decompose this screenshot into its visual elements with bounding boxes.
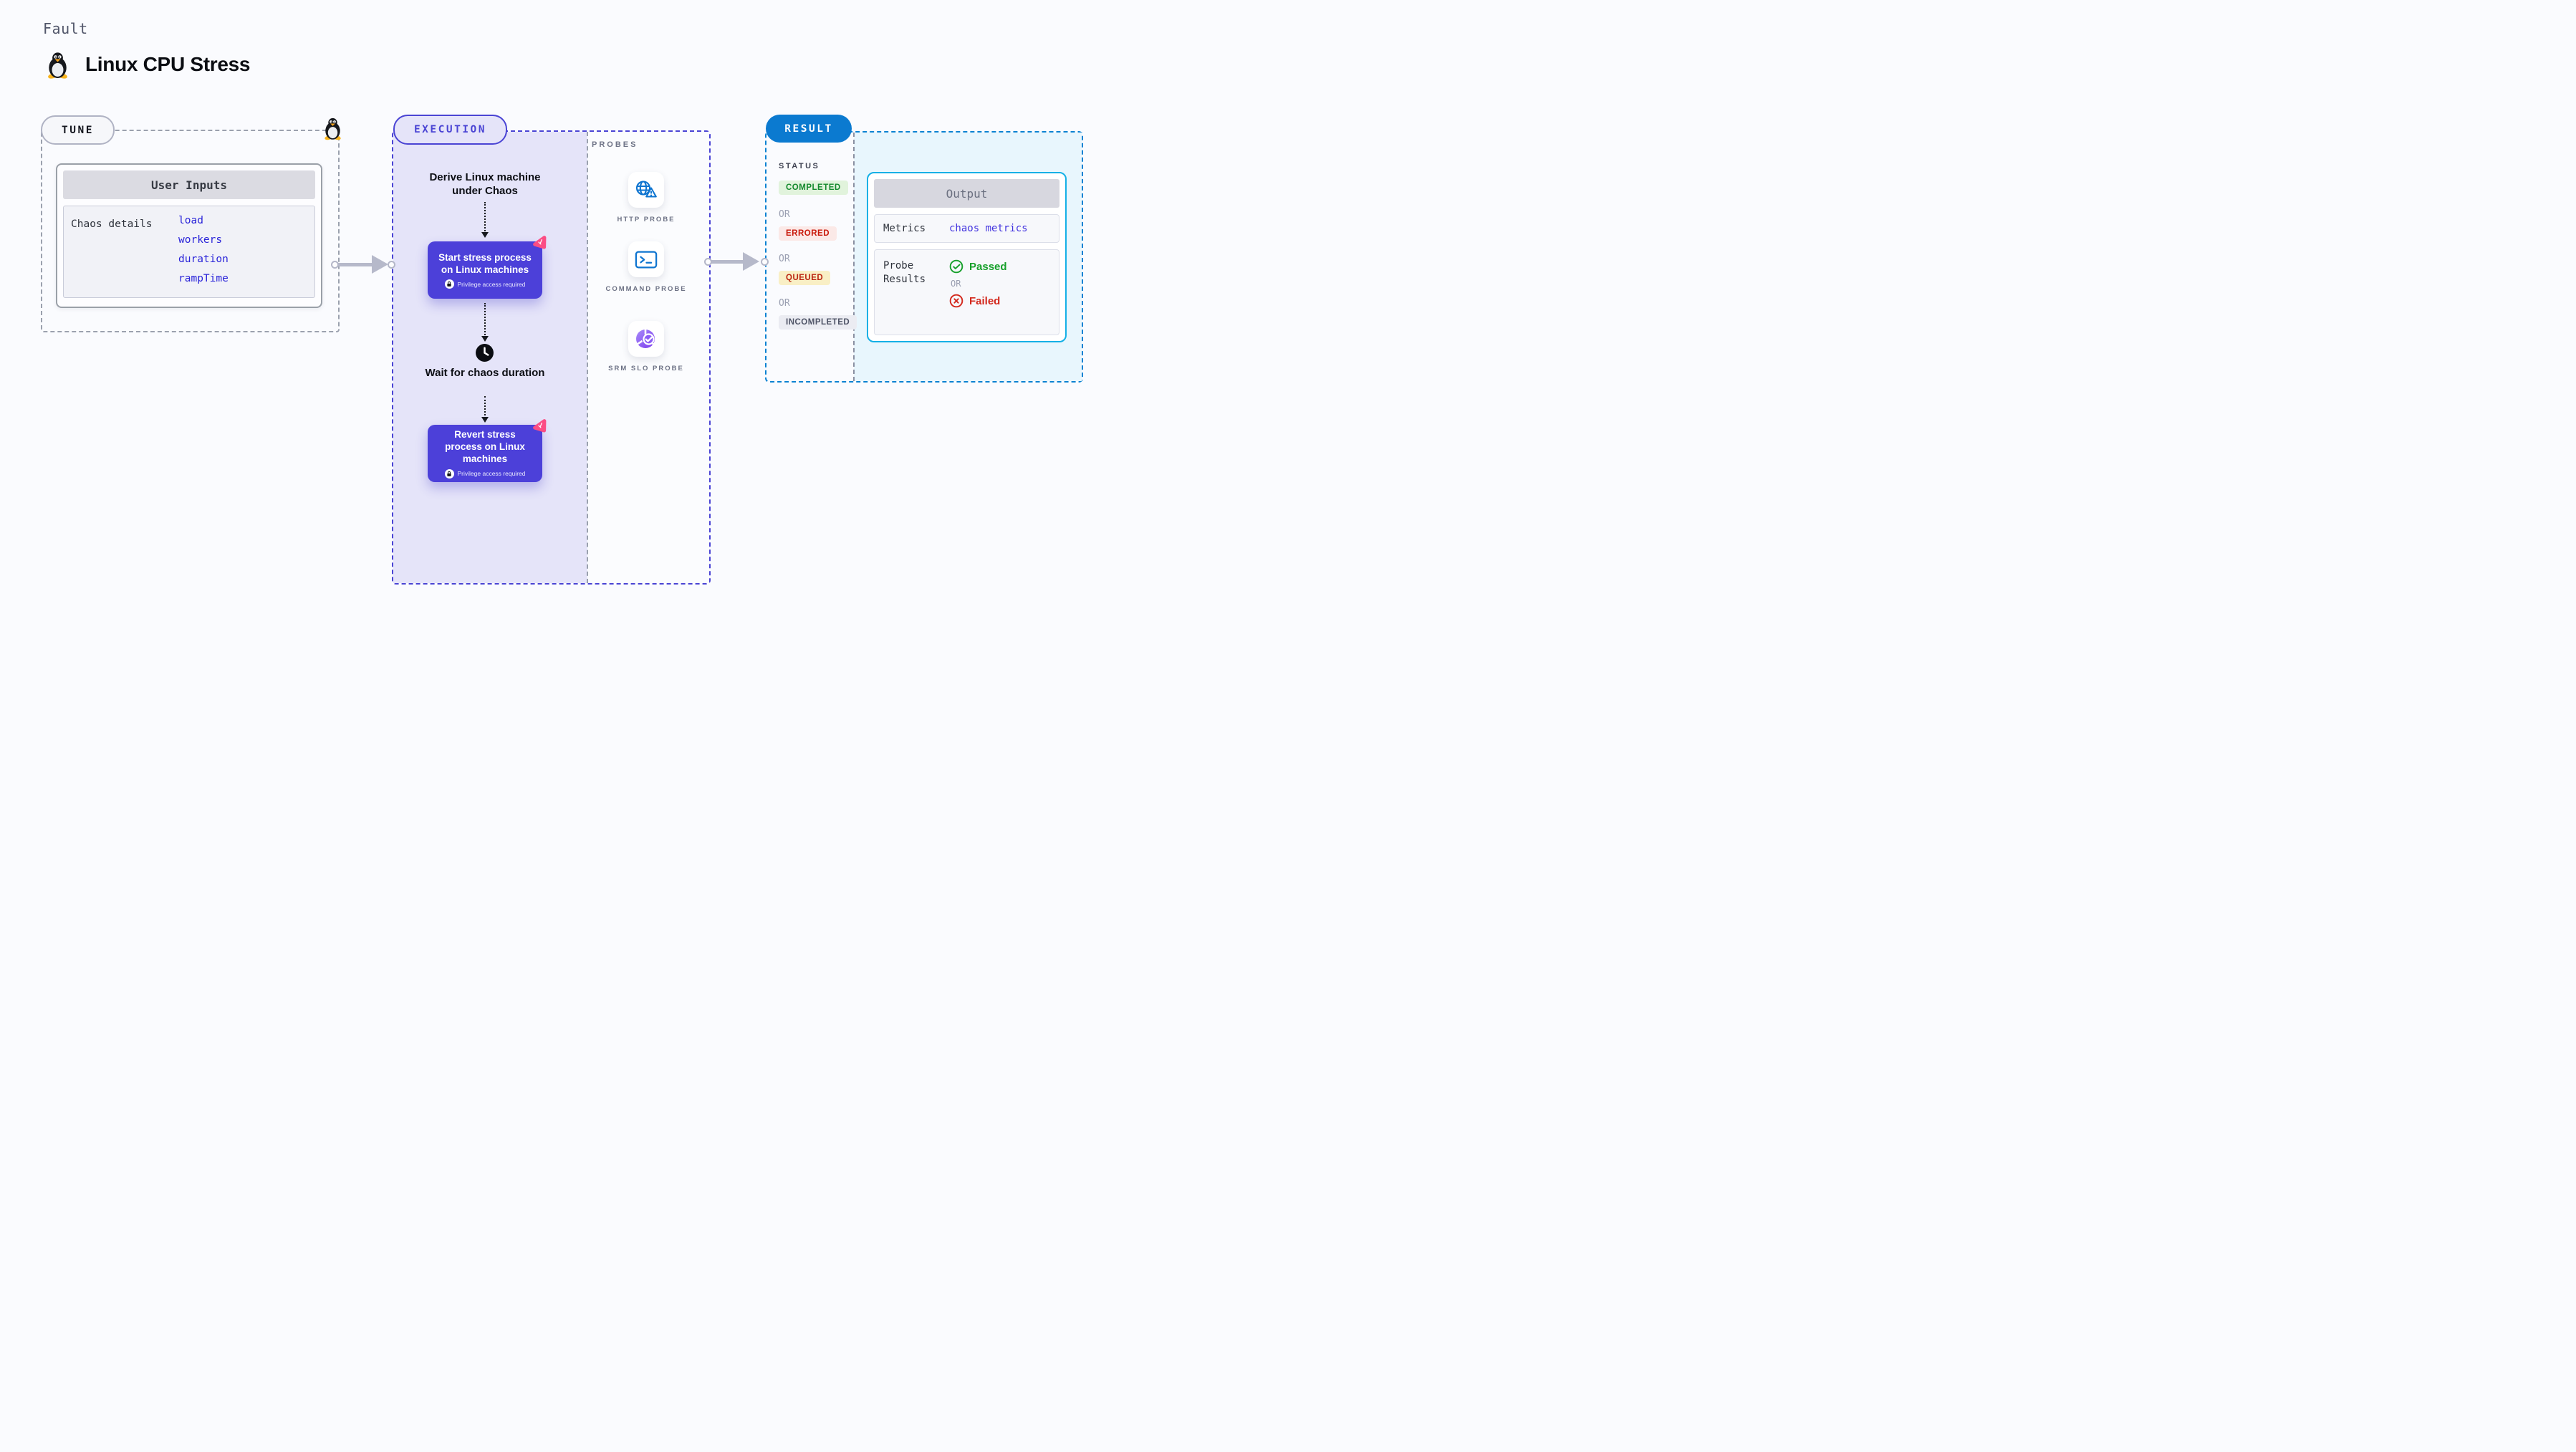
or-separator: OR	[779, 254, 790, 264]
lock-icon	[444, 279, 454, 289]
execution-pill: EXECUTION	[393, 115, 507, 145]
flow-connector-2	[481, 303, 489, 342]
or-separator: OR	[779, 298, 790, 309]
status-badge-errored: ERRORED	[779, 226, 837, 241]
chaos-details-row: Chaos details load workers duration ramp…	[63, 206, 315, 298]
output-card: Output Metrics chaos metrics Probe Resul…	[867, 172, 1067, 342]
chaos-fault-icon	[533, 419, 547, 433]
status-badge-completed: COMPLETED	[779, 181, 848, 195]
input-link-load[interactable]: load	[178, 215, 203, 226]
tune-to-execution-arrowhead	[372, 255, 388, 274]
tune-to-execution-arrow	[338, 263, 372, 266]
probes-heading: PROBES	[592, 140, 638, 149]
probes-divider	[587, 132, 588, 583]
srm-slo-probe-label: SRM SLO PROBE	[608, 365, 684, 372]
execution-to-result-arrowhead	[743, 252, 759, 271]
failed-label: Failed	[969, 294, 1001, 307]
probe-results-row: Probe Results Passed OR Failed	[874, 249, 1059, 335]
http-probe-label: HTTP PROBE	[617, 216, 676, 223]
passed-label: Passed	[969, 260, 1007, 273]
http-probe-card[interactable]	[628, 172, 664, 208]
chaos-input-links: load workers duration rampTime	[178, 215, 229, 289]
privilege-badge: Privilege access required	[444, 279, 526, 289]
status-heading: STATUS	[779, 162, 820, 170]
tune-out-connector	[331, 261, 339, 269]
fault-diagram: Fault Linux CPU Stress TUNE User Inputs …	[0, 0, 1123, 633]
terminal-icon	[635, 251, 658, 268]
output-title: Output	[874, 179, 1059, 208]
x-circle-icon	[949, 294, 963, 308]
failed-row: Failed	[949, 294, 1007, 308]
probe-results-label: Probe Results	[883, 260, 926, 285]
result-pill: RESULT	[766, 115, 852, 143]
probe-results-values: Passed OR Failed	[949, 259, 1007, 335]
privilege-badge-text: Privilege access required	[457, 280, 526, 288]
command-probe-card[interactable]	[628, 241, 664, 277]
command-probe-label: COMMAND PROBE	[605, 285, 687, 293]
revert-stress-node[interactable]: Revert stress process on Linux machines …	[428, 419, 547, 482]
linux-tux-icon	[47, 52, 68, 80]
metrics-row: Metrics chaos metrics	[874, 214, 1059, 243]
status-badge-queued: QUEUED	[779, 271, 831, 285]
result-in-connector	[761, 258, 769, 266]
execution-out-connector	[704, 258, 712, 266]
execution-in-connector	[388, 261, 395, 269]
input-link-workers[interactable]: workers	[178, 234, 223, 246]
flow-connector-1	[481, 202, 489, 238]
linux-tux-icon-small	[324, 117, 342, 141]
privilege-badge: Privilege access required	[444, 468, 526, 479]
status-divider	[853, 133, 855, 381]
revert-stress-title: Revert stress process on Linux machines	[445, 429, 525, 464]
srm-slo-probe-card[interactable]	[628, 321, 664, 357]
privilege-badge-text: Privilege access required	[457, 470, 526, 478]
tune-section	[41, 130, 340, 332]
passed-row: Passed	[949, 259, 1007, 274]
chaos-details-label: Chaos details	[71, 218, 153, 230]
chaos-metrics-link[interactable]: chaos metrics	[949, 223, 1028, 234]
tune-pill: TUNE	[41, 115, 115, 145]
fault-eyebrow: Fault	[43, 20, 88, 37]
page-title: Linux CPU Stress	[85, 53, 251, 75]
start-stress-node[interactable]: Start stress process on Linux machines P…	[428, 236, 547, 299]
flow-connector-3	[481, 396, 489, 423]
chaos-fault-icon	[533, 236, 547, 249]
check-circle-icon	[949, 259, 963, 274]
start-stress-title: Start stress process on Linux machines	[438, 251, 532, 275]
input-link-duration[interactable]: duration	[178, 254, 229, 265]
user-inputs-card: User Inputs Chaos details load workers d…	[56, 163, 322, 308]
derive-machine-text: Derive Linux machine under Chaos	[429, 171, 541, 198]
input-link-rampTime[interactable]: rampTime	[178, 273, 229, 284]
or-separator: OR	[779, 209, 790, 220]
user-inputs-title: User Inputs	[63, 170, 315, 199]
wait-duration-text: Wait for chaos duration	[425, 367, 545, 379]
globe-alert-icon	[635, 181, 657, 198]
slo-donut-check-icon	[636, 329, 655, 348]
execution-to-result-arrow	[711, 260, 743, 264]
status-badge-incompleted: INCOMPLETED	[779, 315, 857, 330]
lock-icon	[444, 468, 454, 479]
metrics-label: Metrics	[883, 222, 926, 234]
clock-icon	[476, 344, 494, 362]
or-separator: OR	[951, 279, 961, 289]
